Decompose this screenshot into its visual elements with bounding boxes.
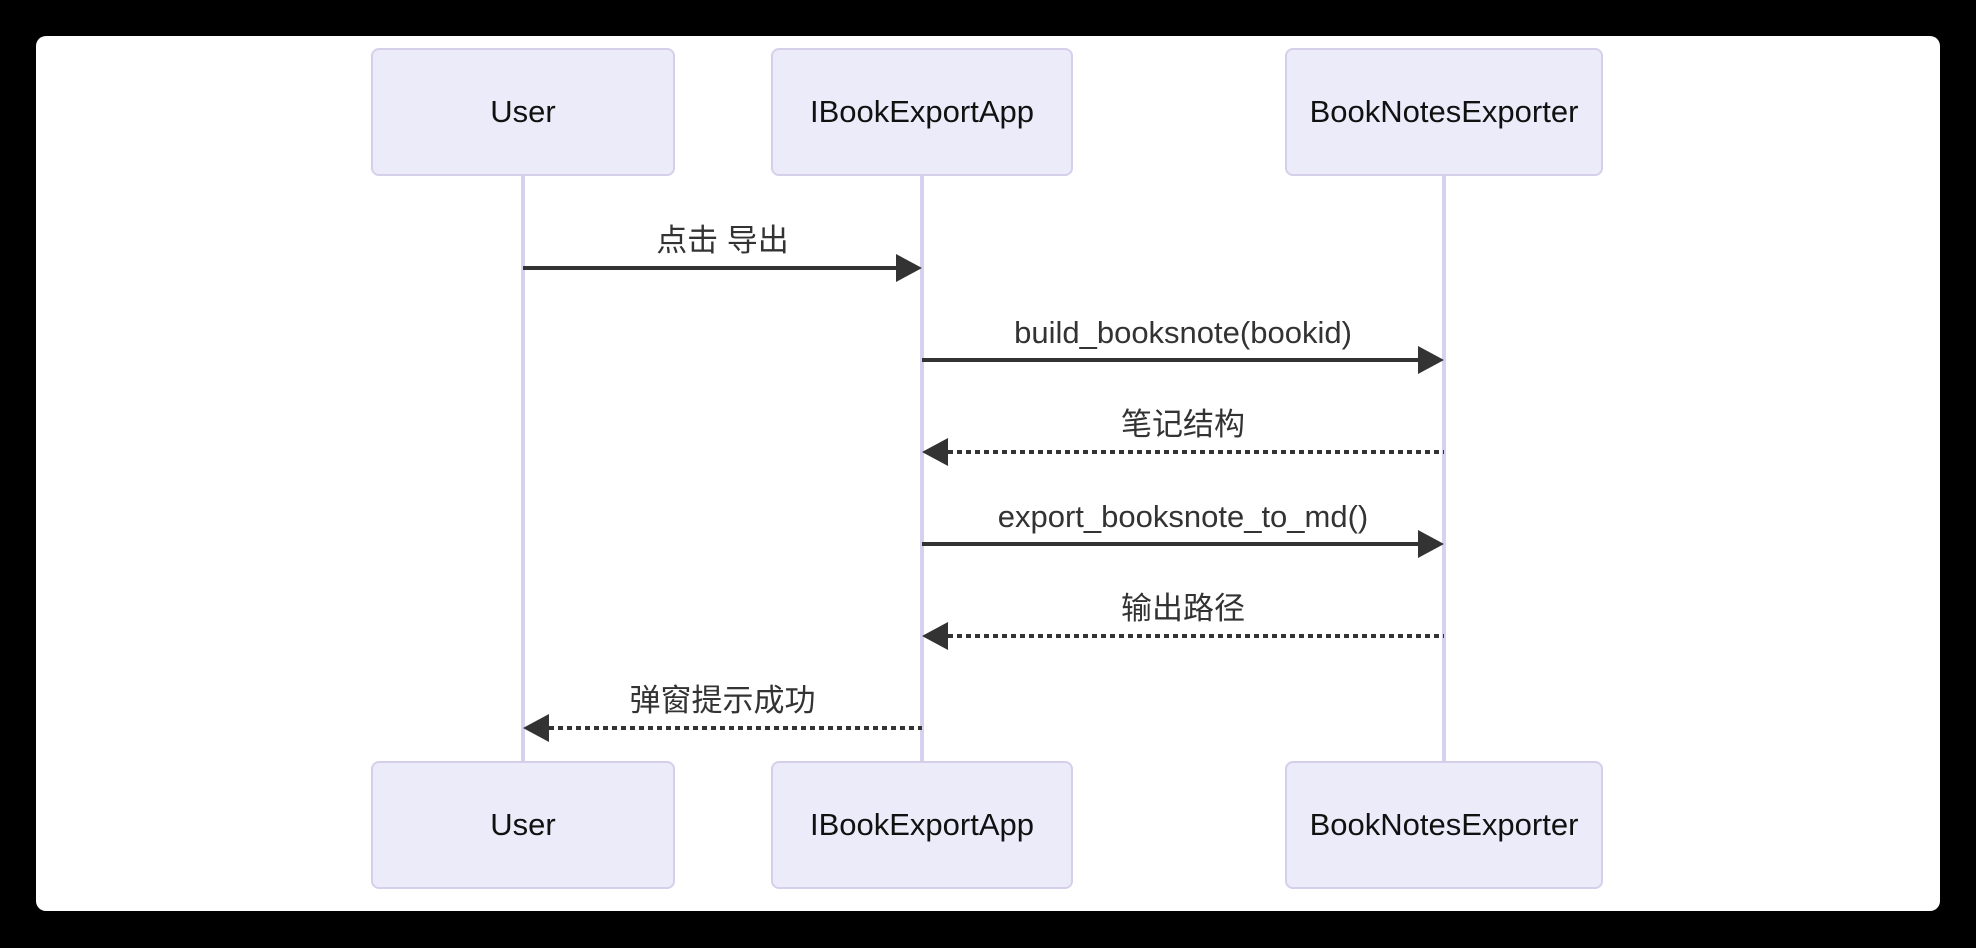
message-label-5: 输出路径 [1121, 591, 1245, 626]
message-arrowhead-6 [523, 714, 549, 742]
actor-bottom-app: IBookExportApp [771, 761, 1073, 889]
message-arrowhead-5 [922, 622, 948, 650]
message-line-2 [922, 358, 1418, 362]
actor-top-user: User [371, 48, 675, 176]
message-line-1 [523, 266, 896, 270]
lifeline-user [521, 176, 525, 761]
lifeline-exporter [1442, 176, 1446, 761]
message-line-4 [922, 542, 1418, 546]
message-label-4: export_booksnote_to_md() [997, 499, 1369, 534]
message-label-3: 笔记结构 [1121, 407, 1245, 442]
message-arrowhead-4 [1418, 530, 1444, 558]
message-label-2: build_booksnote(bookid) [1014, 315, 1352, 350]
message-arrowhead-1 [896, 254, 922, 282]
message-line-6 [549, 726, 922, 730]
message-arrowhead-2 [1418, 346, 1444, 374]
message-arrowhead-3 [922, 438, 948, 466]
message-line-3 [948, 450, 1444, 454]
message-line-5 [948, 634, 1444, 638]
message-label-6: 弹窗提示成功 [629, 683, 816, 718]
lifeline-app [920, 176, 924, 761]
message-label-1: 点击 导出 [656, 223, 789, 258]
actor-top-exporter: BookNotesExporter [1285, 48, 1603, 176]
actor-top-app: IBookExportApp [771, 48, 1073, 176]
actor-bottom-user: User [371, 761, 675, 889]
actor-bottom-exporter: BookNotesExporter [1285, 761, 1603, 889]
